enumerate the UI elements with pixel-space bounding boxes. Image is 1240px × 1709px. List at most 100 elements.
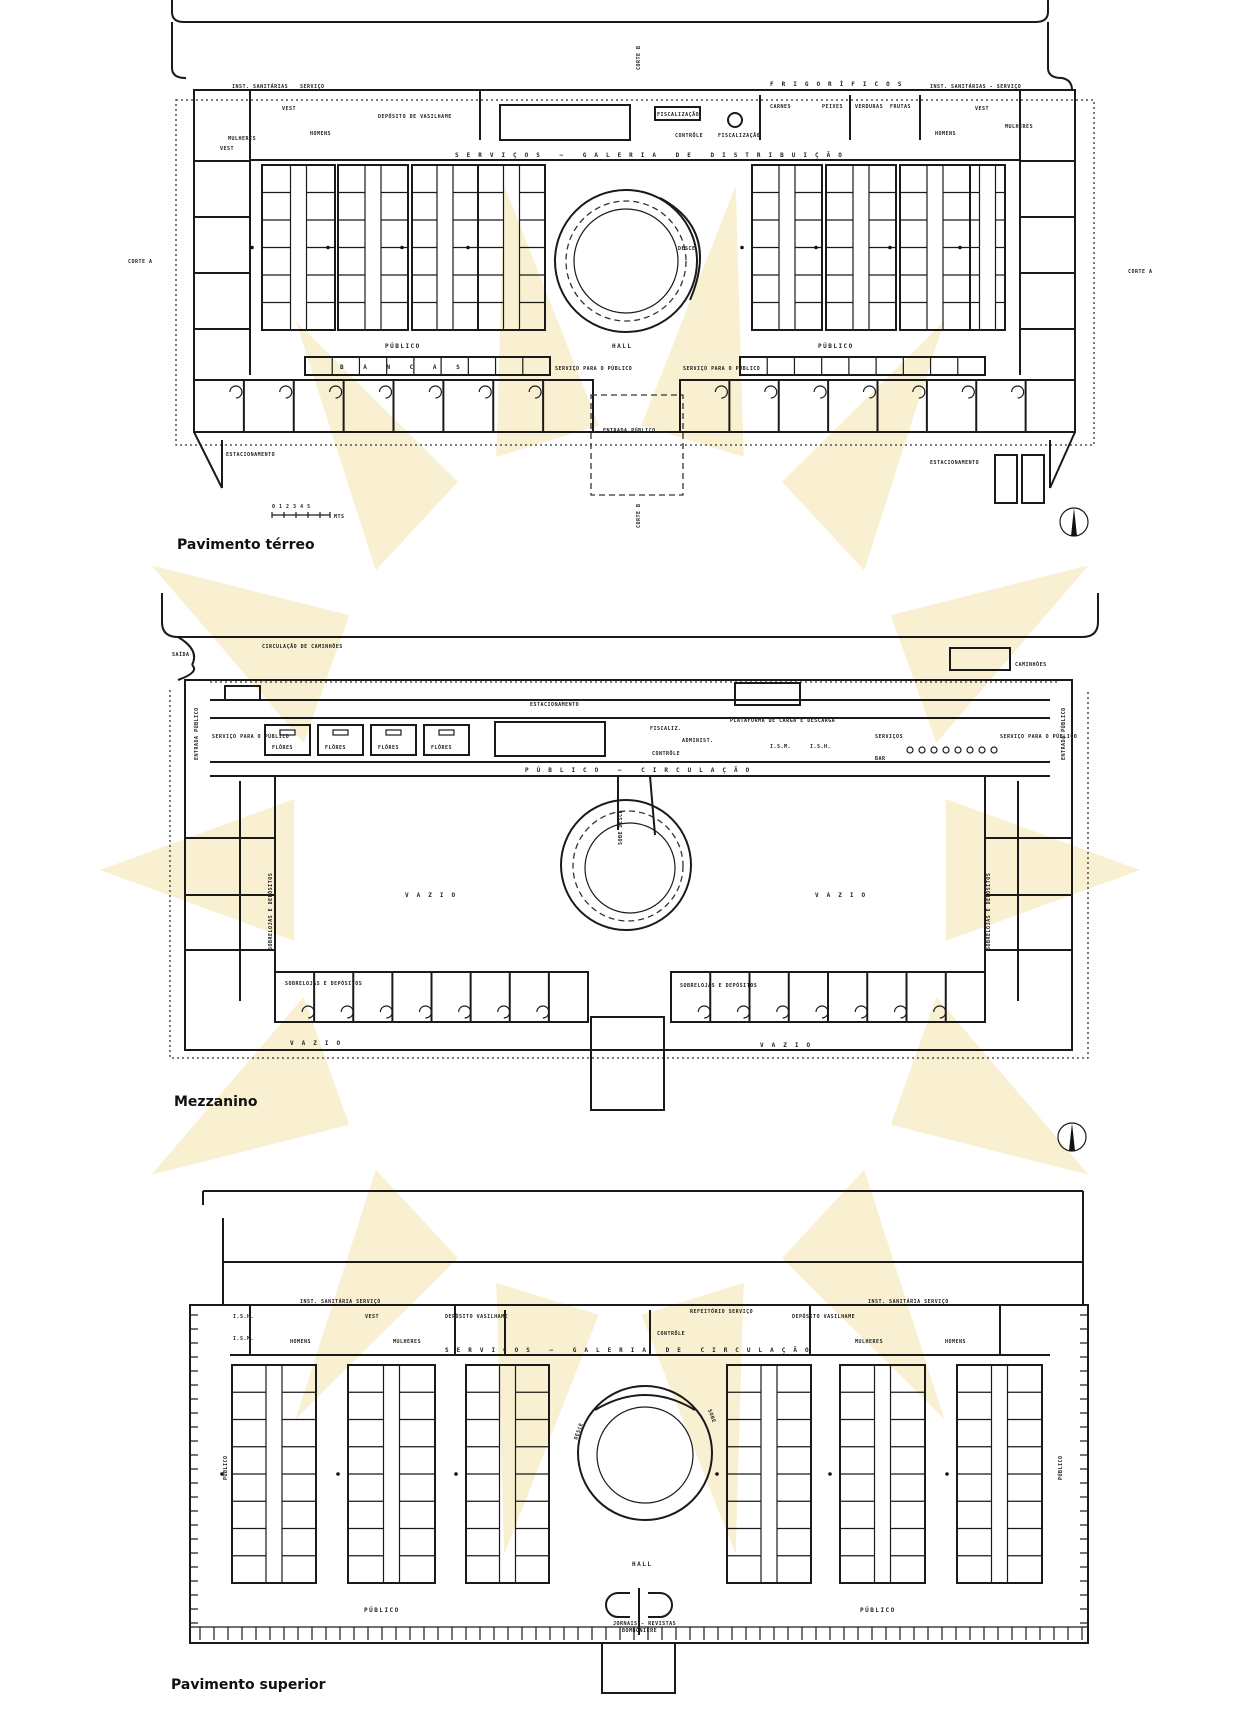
label: SOBRELOJAS E DEPÓSITOS xyxy=(267,873,274,950)
flower-counter xyxy=(438,729,455,736)
watermark-ray xyxy=(890,565,1089,744)
bar-stool xyxy=(966,746,974,754)
bar-stool xyxy=(930,746,938,754)
gallery-label: SERVIÇOS — GALERIA DE CIRCULAÇÃO xyxy=(445,1347,817,1354)
stair-icon xyxy=(279,385,293,399)
label: SAÍDA xyxy=(172,650,190,658)
watermark-ray xyxy=(100,799,295,941)
parking-spaces xyxy=(994,454,1045,504)
label: CONTRÔLE xyxy=(675,132,703,139)
column-dot xyxy=(250,245,254,250)
entrance-label: ENTRADA PÚBLICO xyxy=(603,427,656,434)
loading-block xyxy=(494,721,606,757)
label: FISCALIZAÇÃO xyxy=(657,111,699,118)
hall-ramp-arm xyxy=(617,775,656,836)
label: SOBRELOJAS E DEPÓSITOS xyxy=(680,982,757,989)
label: SERVIÇO PARA O PÚBLICO xyxy=(683,365,760,372)
stair-icon xyxy=(736,1005,751,1019)
building-outline xyxy=(193,89,1076,433)
label: INST. SANITÁRIAS xyxy=(232,83,288,90)
column-dot xyxy=(740,245,744,250)
column-dot xyxy=(945,1472,949,1476)
label: VAZIO xyxy=(290,1040,348,1047)
label: ESTACIONAMENTO xyxy=(530,702,579,708)
label: CONTRÔLE xyxy=(652,750,680,757)
building-outline xyxy=(184,679,1073,1051)
stair-icon xyxy=(478,385,492,399)
label: PÚBLICO xyxy=(385,343,421,350)
label: SERVIÇO PARA O PÚBLICO xyxy=(212,733,289,740)
stair-icon xyxy=(378,385,393,399)
banca-row xyxy=(739,356,986,376)
hall-ramp-inner xyxy=(596,1406,694,1504)
hall-ramp-outer xyxy=(577,1385,713,1521)
stair-icon xyxy=(714,385,728,399)
column-dot xyxy=(220,1472,224,1476)
stair-icon xyxy=(933,1005,947,1019)
service-strip-line xyxy=(230,1305,1050,1356)
label: HOMENS xyxy=(935,131,956,137)
label: SOBRELOJAS E DEPÓSITOS xyxy=(285,980,362,987)
hall-label: HALL xyxy=(632,1561,652,1568)
flower-stall xyxy=(264,724,311,756)
stair-icon xyxy=(912,385,926,399)
label: CONTRÔLE xyxy=(657,1330,685,1337)
label: CIRCULAÇÃO DE CAMINHÕES xyxy=(262,643,343,650)
stair-icon xyxy=(815,1005,829,1019)
hall-ramp-arm xyxy=(659,197,701,301)
ramp-right xyxy=(1049,431,1076,489)
plan-superior: INST. SANITÁRIA SERVIÇO HOMENS MULHERES … xyxy=(171,1190,1089,1694)
flower-counter xyxy=(332,729,349,736)
outline-dotted xyxy=(169,690,1089,1059)
label: SOBE DESCE xyxy=(618,810,624,845)
label: ENTRADA PÚBLICO xyxy=(1060,707,1067,760)
watermark-ray xyxy=(295,1169,458,1419)
vasilhame-block xyxy=(499,104,631,141)
label: SERVIÇOS xyxy=(875,734,903,740)
label: SERVIÇO xyxy=(300,84,325,90)
outline-dotted xyxy=(175,99,1095,446)
column-circle xyxy=(727,112,743,128)
column-dot xyxy=(888,245,892,250)
label: FLÔRES xyxy=(272,744,293,751)
hall-ramp-dashed xyxy=(565,200,687,322)
side-shops-left xyxy=(185,781,275,1001)
entrance-block xyxy=(590,1016,665,1111)
label: VAZIO xyxy=(815,892,873,899)
label: FLÔRES xyxy=(431,744,452,751)
label: HOMENS xyxy=(310,131,331,137)
side-shops-right xyxy=(1019,160,1075,375)
label: PÚBLICO xyxy=(860,1607,896,1614)
label: PÚBLICO xyxy=(222,1455,229,1480)
watermark-ray xyxy=(641,1282,744,1555)
label: FISCALIZAÇÃO xyxy=(718,132,760,139)
stair-icon xyxy=(329,385,343,399)
bancas-row xyxy=(304,356,986,376)
label: INST. SANITÁRIA SERVIÇO xyxy=(300,1298,381,1305)
hall-ramp-inner xyxy=(584,822,676,914)
fiscalizacao-box xyxy=(654,106,701,121)
entrance-block xyxy=(601,1642,676,1694)
column-dot xyxy=(326,245,330,250)
label: VEST xyxy=(365,1314,379,1320)
label: VERDURAS xyxy=(855,104,883,110)
north-arrow-icon xyxy=(1059,507,1089,537)
label: HOMENS xyxy=(945,1339,966,1345)
site-boundary-top xyxy=(171,0,1049,23)
bar-stool xyxy=(906,746,914,754)
label: SOBE xyxy=(706,1409,716,1424)
flower-counter xyxy=(279,729,296,736)
column-dot xyxy=(400,245,404,250)
label: PÚBLICO — CIRCULAÇÃO xyxy=(525,767,757,774)
label: DESCE xyxy=(573,1422,585,1441)
watermark-ray xyxy=(496,1282,599,1555)
label: DEPÓSITO VASILHAME xyxy=(445,1313,508,1320)
loading-dock xyxy=(224,685,261,701)
watermark-ray xyxy=(641,185,744,458)
hall-ramp-arm xyxy=(594,1394,696,1411)
label: PLATAFORMA DE CARGA E DESCARGA xyxy=(730,718,835,724)
stair-icon xyxy=(813,385,827,399)
scale-bar: 0 1 2 3 4 5 MTS xyxy=(271,504,344,520)
label: VAZIO xyxy=(760,1042,818,1049)
